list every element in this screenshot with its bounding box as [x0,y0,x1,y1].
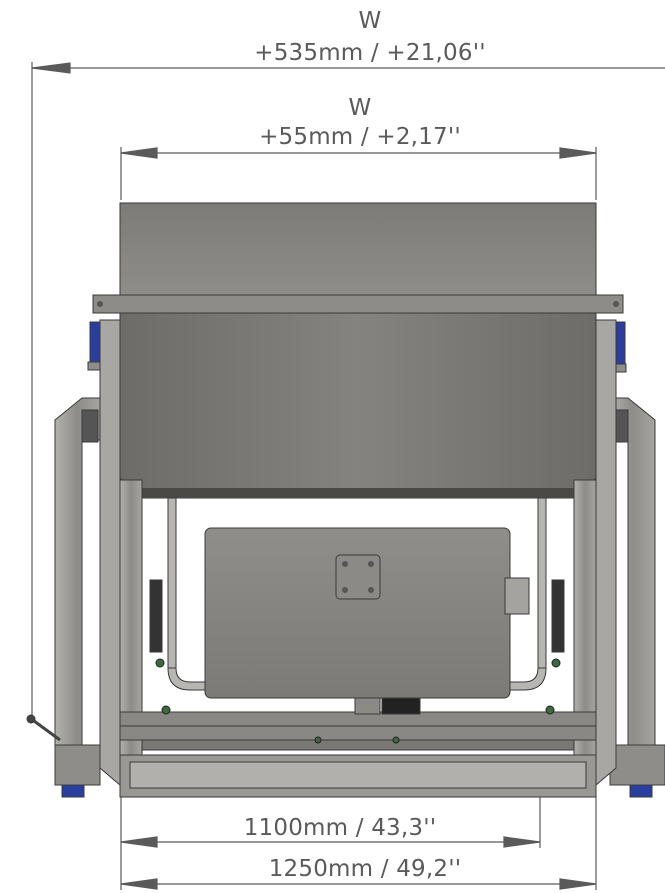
main-frame [99,319,617,798]
inner-width-dimension [120,147,597,200]
drain-valve [381,697,421,715]
motor-housing [204,527,511,699]
mounting-plate [335,554,381,600]
frame-width-dimension [120,795,541,890]
frame-width-value: 1100mm / 43,3'' [243,815,437,841]
lid-top [119,202,597,296]
fittings [155,658,561,744]
base-width-dimension [120,795,597,890]
tank-body [119,312,597,499]
inner-width-letter: W [348,95,372,121]
outer-width-letter: W [358,8,382,34]
left-side-frame [26,321,115,798]
side-pipes [149,497,565,691]
base-width-value: 1250mm / 49,2'' [268,856,462,882]
outer-width-dimension [31,62,665,722]
outer-width-value: +535mm / +21,06'' [254,40,486,66]
lid-flange [92,294,624,314]
inner-width-value: +55mm / +2,17'' [259,124,461,150]
